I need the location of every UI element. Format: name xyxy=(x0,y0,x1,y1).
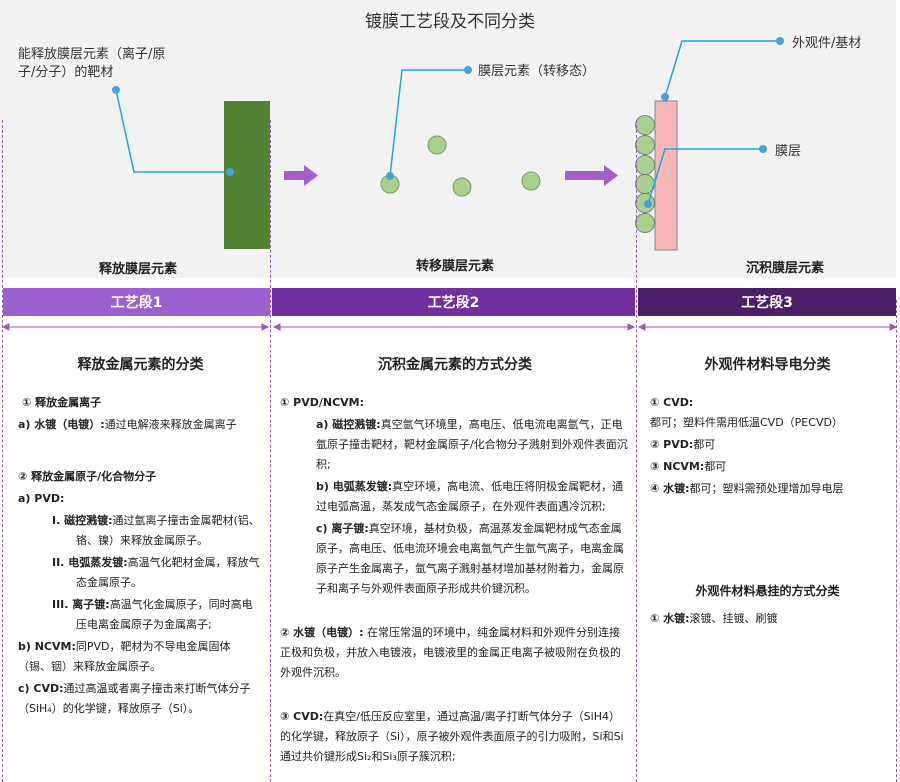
process-diagram: 镀膜工艺段及不同分类 能释放膜层元素（离子/原 子/分子）的靶材 释放膜层元素 … xyxy=(0,0,898,331)
substrate-label: 外观件/基材 xyxy=(792,36,861,51)
stage2-caption: 转移膜层元素 xyxy=(416,258,494,274)
element-leader-line xyxy=(389,69,468,177)
target-leader-line xyxy=(115,89,230,173)
arrow-icon xyxy=(284,165,318,186)
item-term: ④ 水镀: xyxy=(650,482,690,495)
stage1-caption: 释放膜层元素 xyxy=(99,261,177,277)
column-substrate: 外观件材料导电分类 ① CVD: 都可；塑料件需用低温CVD（PECVD） ② P… xyxy=(650,355,885,631)
target-label-line2: 子/分子）的靶材 xyxy=(18,64,113,80)
particles xyxy=(380,135,541,197)
item-text: 都可；塑料件需用低温CVD（PECVD） xyxy=(650,416,843,429)
item-text: 滚镀、挂镀、刷镀 xyxy=(689,612,778,625)
substrate-block xyxy=(654,100,678,251)
film-label: 膜层 xyxy=(775,144,801,159)
leader-dot xyxy=(776,37,784,45)
item-term: c) 离子镀: xyxy=(316,522,369,535)
film-leader-line xyxy=(647,148,763,205)
column-divider xyxy=(896,300,897,782)
leader-dot xyxy=(759,145,767,153)
item-term: a) 水镀（电镀）: xyxy=(18,418,105,431)
item-term: ② PVD: xyxy=(650,438,694,451)
leader-dot xyxy=(644,200,652,208)
item-term: ③ CVD: xyxy=(280,710,324,723)
item-text: 都可 xyxy=(693,438,716,451)
item-term: ① CVD: xyxy=(650,396,694,409)
stage3-caption: 沉积膜层元素 xyxy=(746,260,824,276)
stage-1-bar: 工艺段1 xyxy=(3,288,270,316)
diagram-background xyxy=(0,0,896,278)
item-term: a) 磁控溅镀: xyxy=(316,418,381,431)
section-title: ② 释放金属原子/化合物分子 xyxy=(18,470,157,483)
section-title: ① 释放金属离子 xyxy=(22,396,102,409)
leader-dot xyxy=(661,93,669,101)
arrow-icon xyxy=(565,165,618,186)
item-term: b) NCVM: xyxy=(18,640,76,653)
column-heading: 释放金属元素的分类 xyxy=(77,357,204,373)
item-term: ① 水镀: xyxy=(650,612,690,625)
item-text: 同PVD，靶材为不导电金属固体（锡、铟）来释放金属原子。 xyxy=(18,640,231,673)
page-title: 镀膜工艺段及不同分类 xyxy=(365,12,535,32)
column-release: 释放金属元素的分类 ① 释放金属离子 a) 水镀（电镀）:通过电解液来释放金属离… xyxy=(18,355,263,721)
span-arrows xyxy=(1,323,898,331)
item-text: 在常压常温的环境中，纯金属材料和外观件分别连接正极和负极，并放入电镀液，电镀液里… xyxy=(280,626,621,679)
item-text: 通过氩离子撞击金属靶材(铝、铬、镍）来释放金属原子。 xyxy=(76,514,260,547)
item-text: 都可 xyxy=(704,460,727,473)
section-title: ① PVD/NCVM: xyxy=(280,396,365,409)
leader-dot xyxy=(226,168,234,176)
column-divider xyxy=(636,120,637,782)
film-particles xyxy=(635,115,655,233)
item-text: 真空环境，基材负极，高温蒸发金属靶材成气态金属原子，高电压、低电流环境会电离氩气… xyxy=(316,522,624,595)
column-deposit: 沉积金属元素的方式分类 ① PVD/NCVM: a) 磁控溅镀:真空氩气环境里，… xyxy=(280,355,630,769)
item-term: III. 离子镀: xyxy=(52,598,110,611)
column-heading: 外观件材料导电分类 xyxy=(704,357,831,373)
item-text: 高温气化靶材金属，释放气态金属原子。 xyxy=(76,556,260,589)
leader-dot xyxy=(464,66,472,74)
stage-2-bar: 工艺段2 xyxy=(272,288,635,316)
leader-dot xyxy=(112,86,120,94)
item-text: 高温气化金属原子，同时高电压电离金属原子为金属离子; xyxy=(76,598,253,631)
item-term: b) 电弧蒸发镀: xyxy=(316,480,393,493)
substrate-leader-line xyxy=(664,40,780,98)
item-term: c) CVD: xyxy=(18,682,64,695)
item-text: 在真空/低压反应室里，通过高温/离子打断气体分子（SiH4）的化学键，释放原子（… xyxy=(280,710,624,763)
element-label: 膜层元素（转移态） xyxy=(478,64,595,79)
item-term: ③ NCVM: xyxy=(650,460,705,473)
item-term: ② 水镀（电镀）: xyxy=(280,626,364,639)
column-divider xyxy=(2,120,3,782)
item-text: 通过电解液来释放金属离子 xyxy=(104,418,237,431)
target-label-line1: 能释放膜层元素（离子/原 xyxy=(18,46,165,62)
column-subheading: 外观件材料悬挂的方式分类 xyxy=(695,584,840,598)
item-term: I. 磁控溅镀: xyxy=(52,514,113,527)
item-text: 真空氩气环境里，高电压、低电流电离氩气，正电氩原子撞击靶材，靶材金属原子/化合物… xyxy=(316,418,628,471)
column-heading: 沉积金属元素的方式分类 xyxy=(378,357,532,373)
item-text: 都可；塑料需预处理增加导电层 xyxy=(689,482,844,495)
stage-3-bar: 工艺段3 xyxy=(638,288,896,316)
item-text: 真空环境，高电流、低电压将阴极金属靶材，通过电弧高温，蒸发成气态金属原子，在外观… xyxy=(316,480,624,513)
item-text: 通过高温或者离子撞击来打断气体分子（SiH₄）的化学键，释放原子（Si）。 xyxy=(18,682,251,715)
column-divider xyxy=(270,120,271,782)
leader-dot xyxy=(386,172,394,180)
item-term: a) PVD: xyxy=(18,492,65,505)
item-term: II. 电弧蒸发镀: xyxy=(52,556,128,569)
